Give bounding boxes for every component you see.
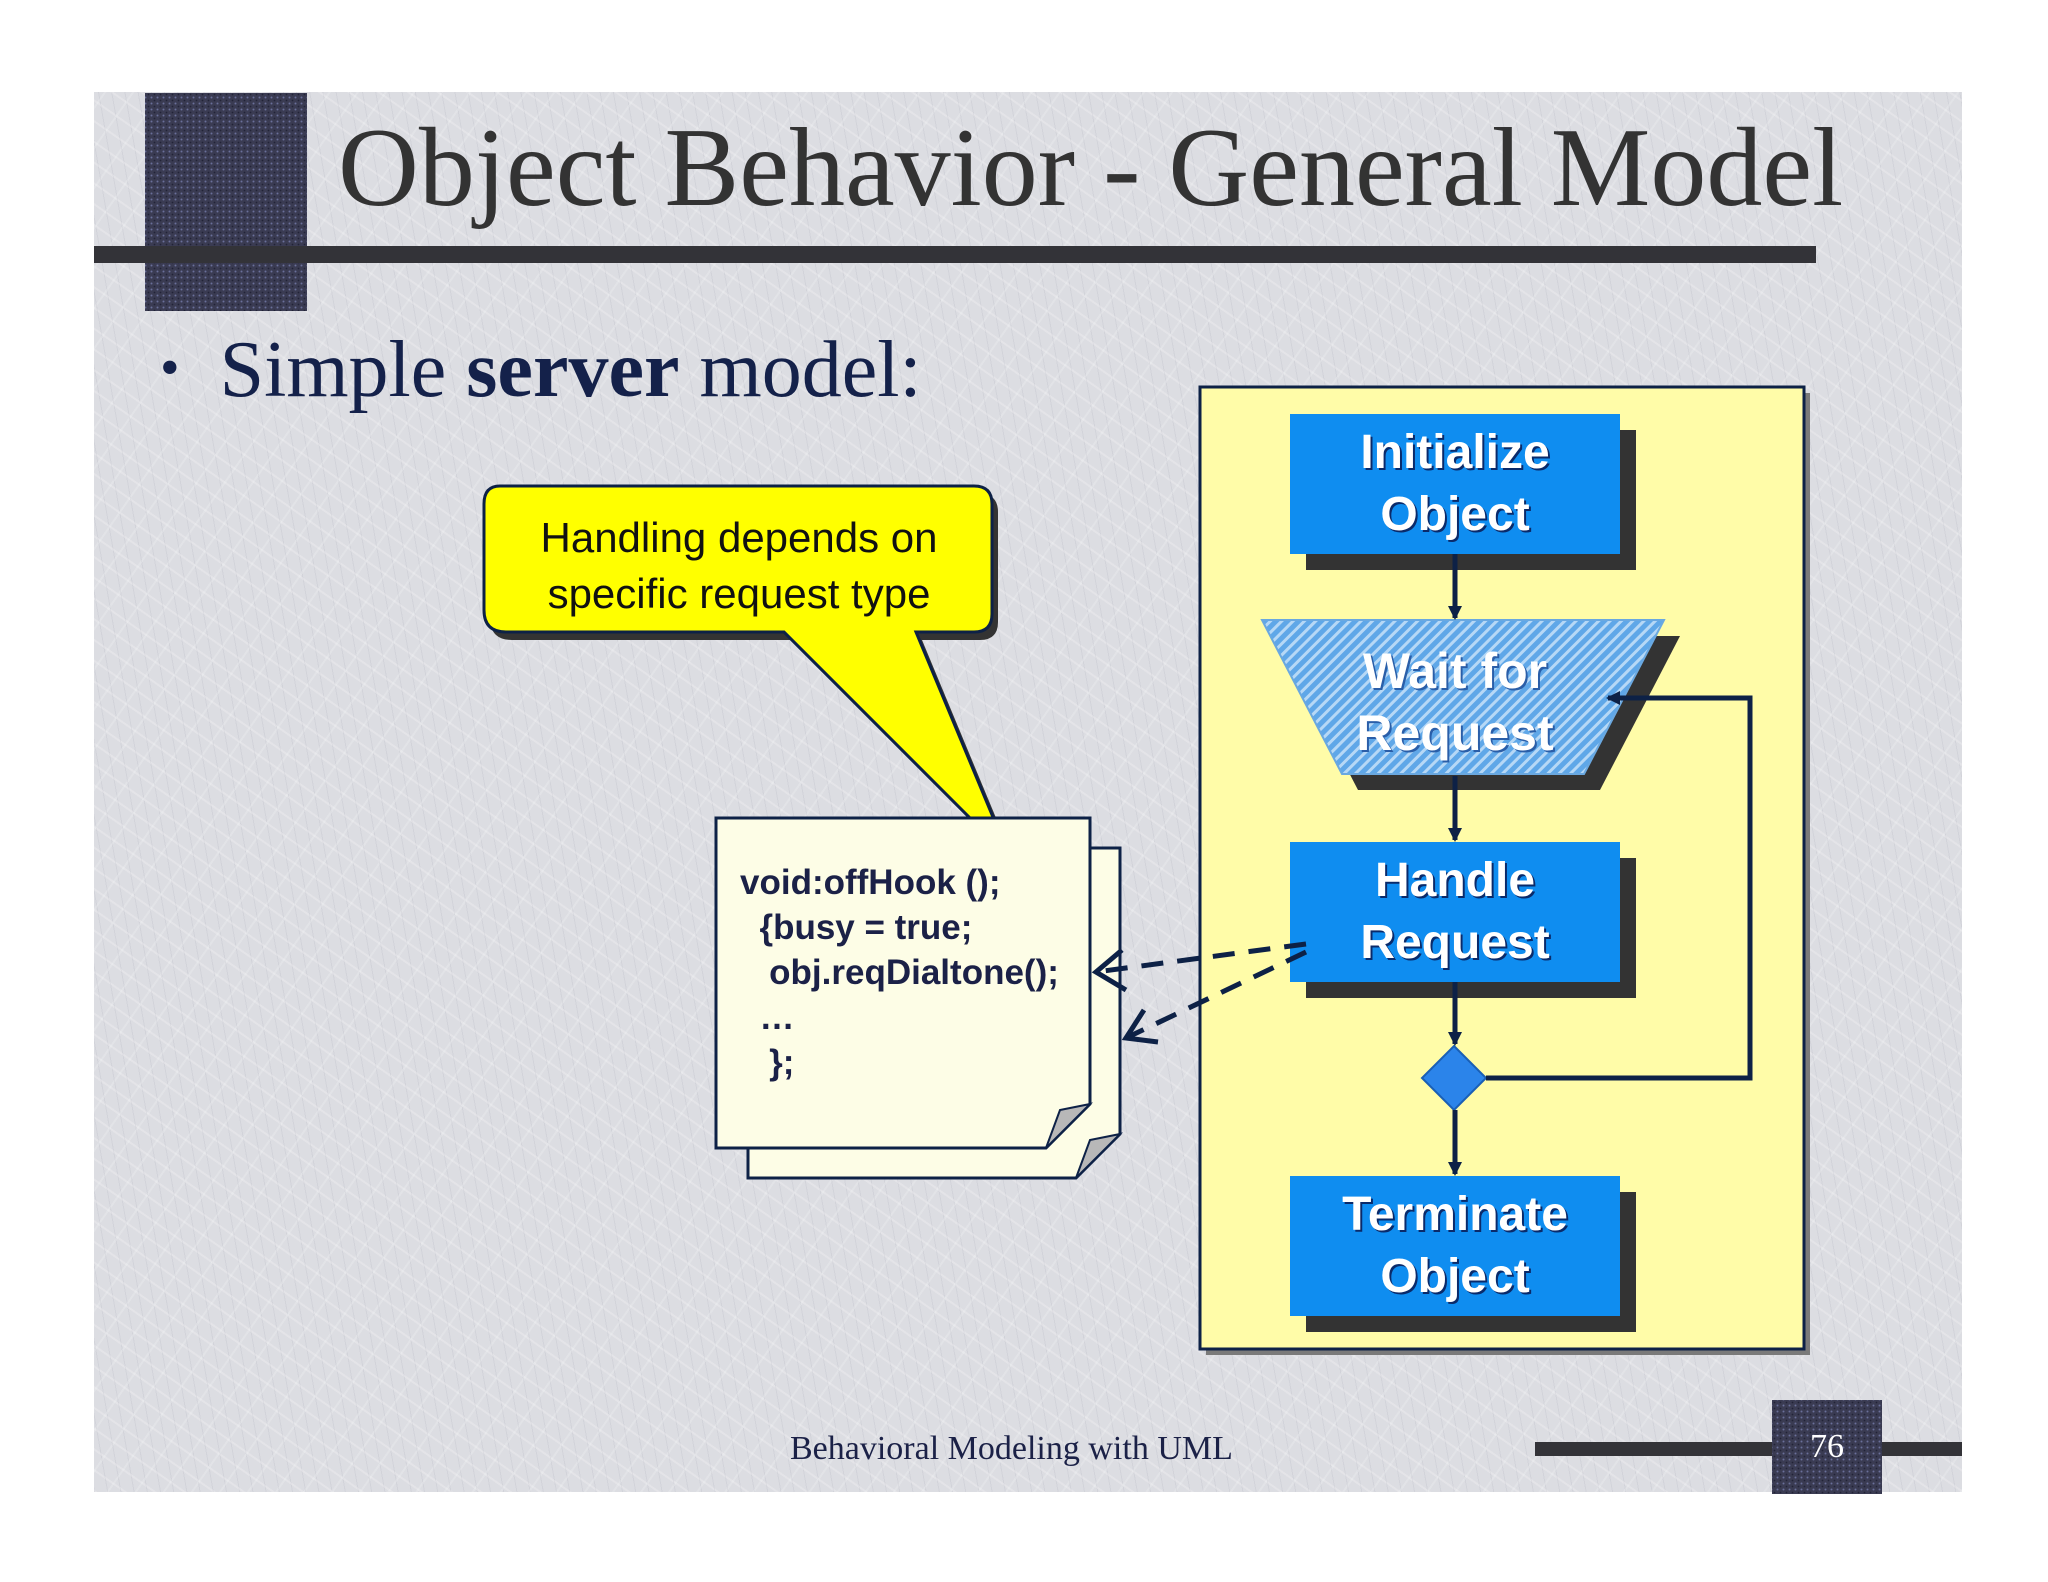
page-number-block bbox=[1772, 1400, 1882, 1494]
title-corner-block bbox=[145, 93, 307, 311]
code-line: obj.reqDialtone(); bbox=[740, 953, 1059, 992]
handle-request-box bbox=[1290, 842, 1620, 982]
initialize-label-line-1: Initialize bbox=[1360, 426, 1550, 479]
loop-back-arrow bbox=[1486, 691, 1753, 1081]
handle-label-line-1: Handle bbox=[1374, 854, 1536, 907]
handle-request-label: Handle Request bbox=[1290, 850, 1620, 974]
code-line: void:offHook (); bbox=[740, 863, 1001, 902]
code-listing: void:offHook (); {busy = true; obj.reqDi… bbox=[740, 860, 1059, 1085]
initialize-label-line-2: Object bbox=[1380, 488, 1530, 541]
callout-balloon bbox=[482, 484, 1012, 860]
page-number: 76 bbox=[1810, 1428, 1844, 1465]
code-note-back-fold bbox=[1075, 1132, 1124, 1179]
callout-text: Handling depends on specific request typ… bbox=[484, 510, 994, 622]
code-line: {busy = true; bbox=[740, 908, 973, 947]
code-note-front-fold bbox=[1045, 1102, 1094, 1149]
bullet-bold-word: server bbox=[466, 326, 680, 414]
title-underline-bar bbox=[94, 246, 1816, 263]
terminate-label-line-2: Object bbox=[1380, 1250, 1530, 1303]
code-line: … bbox=[740, 998, 795, 1037]
initialize-object-box bbox=[1290, 414, 1620, 554]
callout-line-1: Handling depends on bbox=[540, 514, 938, 561]
bullet-simple-server-model: •Simple server model: bbox=[160, 330, 922, 410]
terminate-object-label: Terminate Object bbox=[1290, 1184, 1620, 1308]
dashed-arrow-head-front bbox=[1091, 948, 1128, 993]
wait-label-line-1: Wait for bbox=[1362, 643, 1548, 699]
footer-bar bbox=[1535, 1442, 1962, 1456]
initialize-object-label: Initialize Object bbox=[1290, 422, 1620, 546]
code-line: }; bbox=[740, 1043, 795, 1082]
bullet-prefix: Simple bbox=[219, 326, 467, 414]
terminate-object-box bbox=[1290, 1176, 1620, 1316]
handle-label-line-2: Request bbox=[1360, 916, 1550, 969]
bullet-dot: • bbox=[160, 337, 180, 399]
footer-text: Behavioral Modeling with UML bbox=[790, 1430, 1233, 1467]
wait-for-request-shape bbox=[1260, 619, 1666, 775]
slide-title: Object Behavior - General Model bbox=[338, 106, 1844, 230]
wait-for-request-label: Wait for Request bbox=[1290, 640, 1620, 764]
terminate-label-line-1: Terminate bbox=[1342, 1188, 1568, 1241]
callout-line-2: specific request type bbox=[547, 570, 931, 617]
wait-label-line-2: Request bbox=[1356, 705, 1554, 761]
bullet-suffix: model: bbox=[679, 326, 922, 414]
dashed-arrow-head-back bbox=[1121, 1008, 1159, 1045]
